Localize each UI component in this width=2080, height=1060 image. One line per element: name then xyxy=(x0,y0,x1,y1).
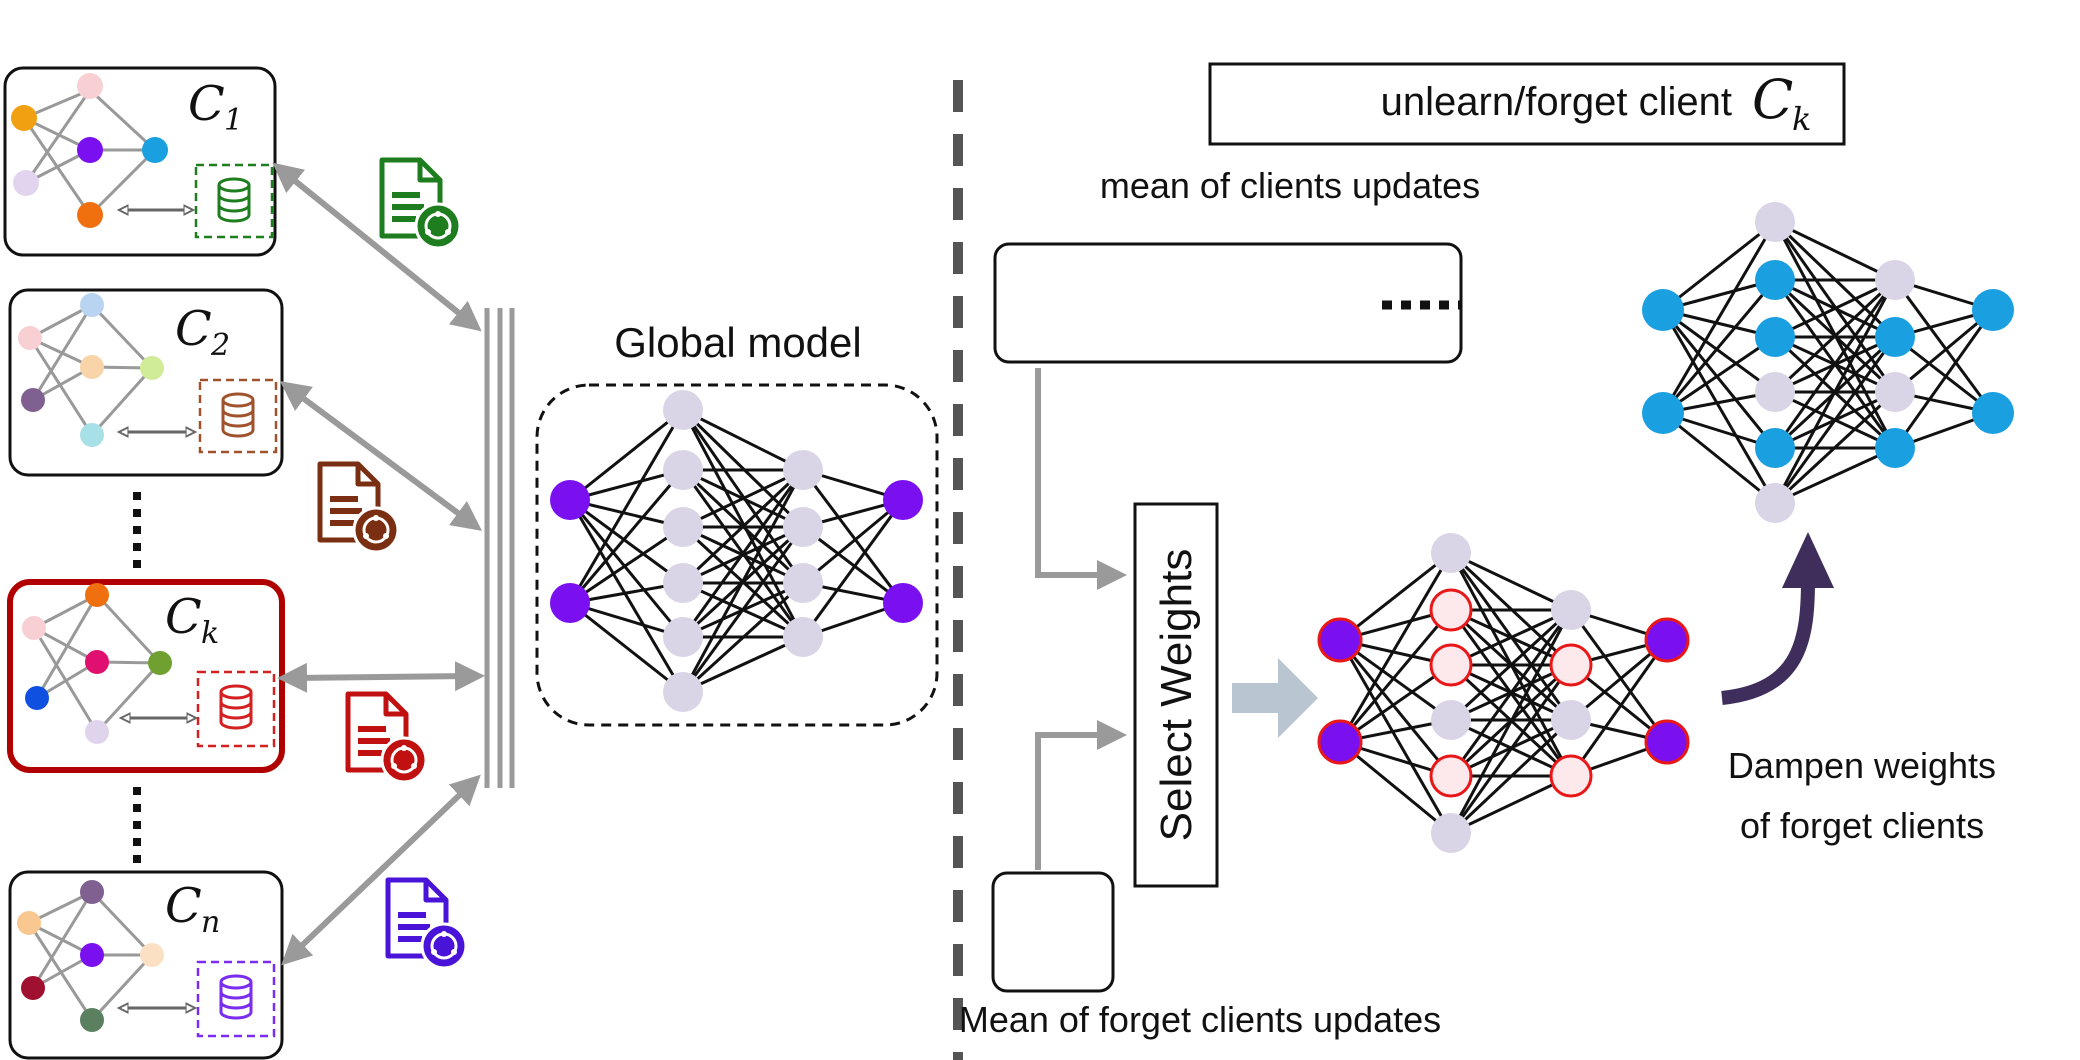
arrow-forget-to-select xyxy=(1035,720,1127,870)
client-label-c1: C 1 xyxy=(188,76,243,138)
client-graph-c2 xyxy=(18,293,164,447)
exchange-arrow-cn xyxy=(281,774,481,966)
document-icon xyxy=(317,461,400,554)
database-icon xyxy=(198,378,278,454)
unlearn-box-text: unlearn/forget client xyxy=(1381,80,1732,124)
client-box-c1: C 1 xyxy=(3,66,277,257)
mean-forget-label: Mean of forget clients updates xyxy=(959,999,1441,1040)
flow-arrow-select-to-net xyxy=(1232,658,1318,738)
unlearn-box-math: C xyxy=(1752,68,1793,131)
mean-clients-label: mean of clients updates xyxy=(1100,165,1480,206)
client-graph-cn xyxy=(17,880,164,1032)
select-weights-box xyxy=(1133,502,1219,888)
client-box-ck: C k xyxy=(7,579,285,773)
neural-network-icon xyxy=(1642,202,2014,523)
svg-text:C: C xyxy=(165,589,202,645)
document-icon xyxy=(345,691,428,784)
unlearn-box: unlearn/forget client C k xyxy=(1208,62,1846,146)
client-graph-ck xyxy=(22,583,172,744)
arrow-mean-to-select xyxy=(1035,368,1127,590)
neural-network-icon xyxy=(550,390,923,712)
client-box-c2: C 2 xyxy=(8,288,284,477)
database-icon xyxy=(196,670,276,748)
svg-text:k: k xyxy=(201,616,219,651)
client-box-cn: C n xyxy=(8,870,284,1060)
svg-text:C: C xyxy=(175,301,212,357)
client-label-cn: C n xyxy=(165,878,220,940)
unlearn-box-sub: k xyxy=(1792,100,1811,138)
exchange-arrow-ck xyxy=(277,661,485,693)
global-model-frame xyxy=(535,383,939,727)
client-label-c2: C 2 xyxy=(175,301,230,363)
database-icon xyxy=(194,163,274,239)
document-icon xyxy=(379,157,462,250)
neural-network-icon xyxy=(1317,533,1690,853)
dampen-arrow xyxy=(1721,579,1815,705)
exchange-arrow-c1 xyxy=(272,162,482,332)
svg-text:C: C xyxy=(165,878,202,934)
dampen-label-line1: Dampen weights xyxy=(1728,745,1996,786)
dampen-arrow-head xyxy=(1782,532,1834,588)
client-label-ck: C k xyxy=(165,589,219,651)
mean-forget-box xyxy=(991,871,1115,993)
global-model-title: Global model xyxy=(614,319,861,366)
svg-text:1: 1 xyxy=(224,103,243,138)
svg-text:2: 2 xyxy=(210,328,230,363)
exchange-arrow-c2 xyxy=(279,381,483,531)
aggregator-bus xyxy=(484,308,515,788)
database-icon xyxy=(196,960,276,1038)
dampen-label-line2: of forget clients xyxy=(1740,805,1984,846)
svg-text:n: n xyxy=(201,905,220,940)
mean-clients-box xyxy=(993,242,1463,364)
select-weights-label: Select Weights xyxy=(1152,549,1201,842)
client-graph-c1 xyxy=(11,73,168,228)
svg-text:C: C xyxy=(188,76,225,132)
document-icon xyxy=(385,877,468,970)
